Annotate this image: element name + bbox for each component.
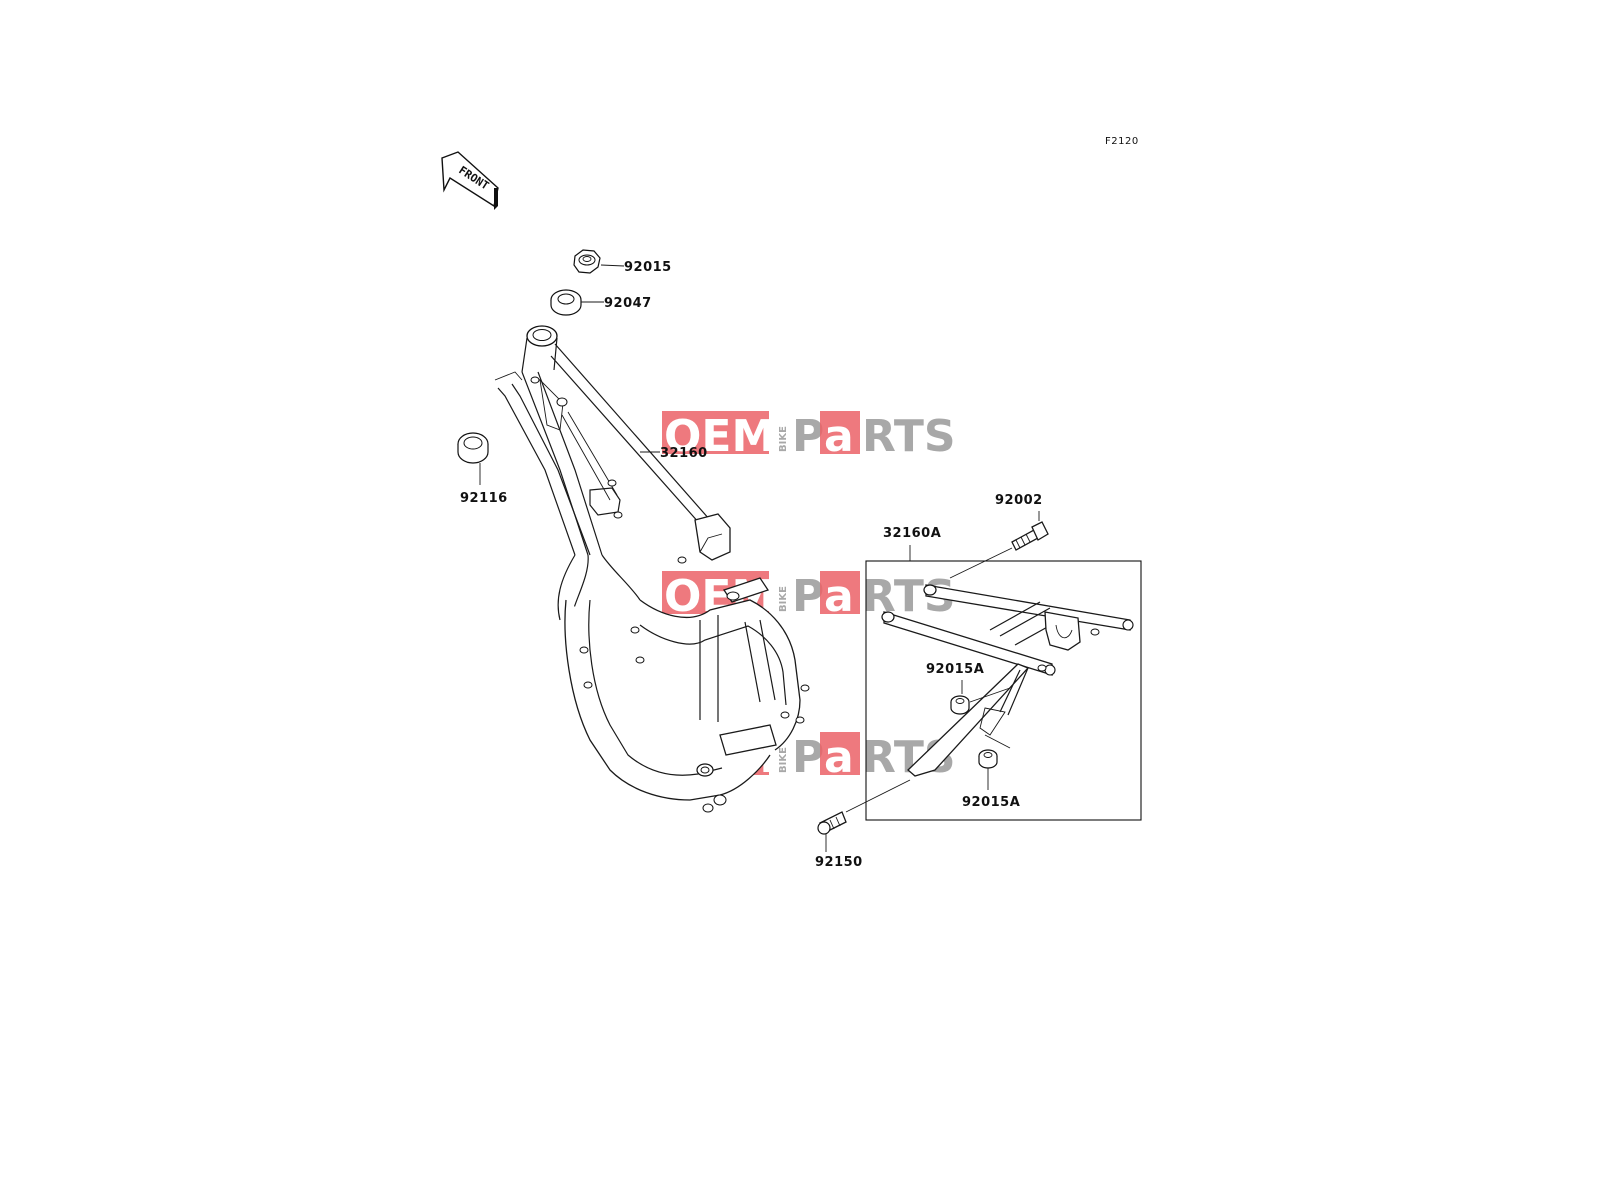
part-92015-nut[interactable] — [573, 249, 601, 274]
watermark-text-bike: BIKE — [778, 426, 789, 452]
watermark-text-bike: BIKE — [778, 747, 789, 773]
watermark-text-p: P — [792, 732, 824, 783]
part-92047-bearing[interactable] — [550, 289, 582, 316]
callout-32160: 32160 — [660, 446, 708, 461]
part-32160-main-frame[interactable] — [494, 325, 810, 813]
watermark-text-p: P — [792, 411, 824, 462]
callout-92015A-lower: 92015A — [962, 795, 1020, 810]
watermark-text-oem: OEM — [664, 411, 775, 462]
part-92015A-collar-upper[interactable] — [950, 695, 970, 715]
callout-92116: 92116 — [460, 491, 508, 506]
callout-92015: 92015 — [624, 260, 672, 275]
part-92150-bolt[interactable] — [817, 811, 847, 835]
watermark-text-a: a — [824, 571, 854, 622]
watermark-upper: OEM BIKE P a RTS — [662, 411, 956, 462]
callout-92015A-upper: 92015A — [926, 662, 984, 677]
callout-92150: 92150 — [815, 855, 863, 870]
watermark-text-bike: BIKE — [778, 586, 789, 612]
watermark-text-a: a — [824, 411, 854, 462]
figure-code: F2120 — [1105, 136, 1139, 147]
callout-92047: 92047 — [604, 296, 652, 311]
part-92116-seal[interactable] — [457, 432, 489, 464]
watermark-text-rts: RTS — [862, 411, 956, 462]
callout-32160A: 32160A — [883, 526, 941, 541]
watermark-text-a: a — [824, 732, 854, 783]
part-92002-bolt[interactable] — [1011, 521, 1049, 551]
subframe-group-box — [865, 560, 1142, 821]
watermark-text-p: P — [792, 571, 824, 622]
part-92015A-collar-lower[interactable] — [978, 749, 998, 769]
front-arrow-icon: FRONT — [441, 151, 499, 210]
callout-92002: 92002 — [995, 493, 1043, 508]
